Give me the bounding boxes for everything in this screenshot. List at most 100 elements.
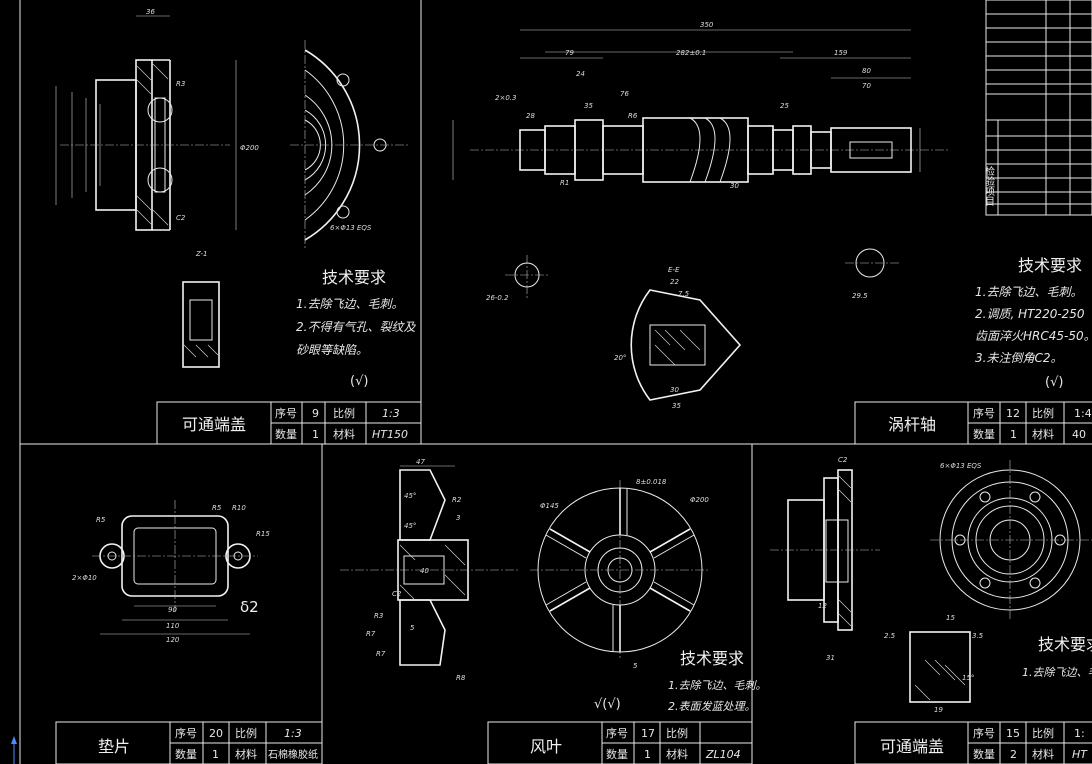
dim-r7b: R7	[376, 650, 386, 658]
dim-40: 40	[420, 567, 429, 575]
dim-2-5: 2.5	[884, 632, 896, 640]
dim-r2: R2	[452, 496, 462, 504]
tb-cell: 材料	[666, 747, 688, 761]
dim-35b: 35	[672, 402, 681, 410]
dim-r1: R1	[560, 179, 569, 187]
dim-24: 24	[576, 70, 585, 78]
dim-r8: R8	[456, 674, 466, 682]
tb-cell: 石棉橡胶纸	[268, 748, 318, 761]
dim-200: Φ200	[240, 144, 259, 152]
part-name-cap-br: 可通端盖	[880, 737, 944, 756]
tb-cell: 1	[644, 748, 651, 761]
part-name-fan: 风叶	[530, 737, 562, 756]
dim-19: 19	[934, 706, 943, 714]
dim-30b: 30	[670, 386, 679, 394]
tb-cell: 数量	[275, 428, 297, 441]
tb-cell: 1:	[1074, 727, 1085, 740]
dim-5: 5	[410, 624, 415, 632]
dim-76: 76	[620, 90, 629, 98]
dim-15deg: 15°	[962, 674, 974, 682]
dim-350: 350	[700, 21, 714, 29]
roughness-worm: (√)	[1045, 375, 1063, 390]
tb-cell: 2	[1010, 748, 1017, 761]
tech-note-1: 1.去除飞边、毛刺。	[975, 285, 1082, 299]
dim-47: 47	[416, 458, 425, 466]
dim-200b: Φ200	[690, 496, 709, 504]
dim-110: 110	[166, 622, 180, 630]
tb-cell: 1:3	[284, 727, 302, 740]
dim-159: 159	[834, 49, 848, 57]
dim-c2-br: C2	[838, 456, 848, 464]
tb-cell: HT150	[372, 428, 408, 441]
dim-3: 3	[456, 514, 460, 522]
dim-r7: R7	[366, 630, 376, 638]
dim-80: 80	[862, 67, 871, 75]
part-name-gasket: 垫片	[98, 737, 130, 756]
dim-28: 28	[526, 112, 535, 120]
dim-c2: C2	[176, 214, 186, 222]
tech-note-1: 1.去除飞边、毛	[1022, 666, 1092, 679]
dim-31: 31	[826, 654, 835, 662]
tb-cell: 比例	[333, 406, 355, 420]
dim-r15: R15	[256, 530, 270, 538]
tech-note-1: 1.去除飞边、毛刺。	[296, 297, 403, 311]
worm-shaft-drawing: 350 79 159 282±0.1 80 70 24 35 76 25 28 …	[452, 0, 1092, 445]
tb-cell: 序号	[275, 406, 297, 420]
dim-45b: 45°	[404, 522, 416, 530]
dim-282: 282±0.1	[676, 49, 706, 57]
roughness-cap: (√)	[350, 374, 368, 389]
dim-70: 70	[862, 82, 871, 90]
tb-cell: 比例	[666, 726, 688, 740]
tech-req-title-cap: 技术要求	[322, 268, 386, 287]
title-block-worm: 涡杆轴 序号 12 比例 1:4 数量 1 材料 40	[854, 401, 1092, 445]
dim-20deg: 20°	[614, 354, 626, 362]
tech-req-title-right: 技术要求	[1038, 635, 1092, 654]
dim-r3b: R3	[374, 612, 383, 620]
dim-section-small: 26-0.2	[486, 294, 509, 302]
tech-note-3: 齿面淬火HRC45-50。	[975, 329, 1092, 343]
tb-cell: 材料	[235, 747, 257, 761]
dim-120: 120	[166, 636, 180, 644]
title-block-cap-tl: 可通端盖 序号 9 比例 1:3 数量 1 材料 HT150	[156, 401, 422, 445]
dim-3-5: 3.5	[972, 632, 984, 640]
section-label-ee: E-E	[668, 266, 680, 274]
tech-note-2: 2.调质, HT220-250	[975, 307, 1085, 321]
dim-6x13: 6×Φ13 EQS	[330, 224, 372, 232]
dim-z-label: Z-1	[195, 250, 207, 258]
dim-5b: 5	[633, 662, 638, 670]
panel-frames	[19, 0, 1092, 764]
dim-c2: C2	[392, 590, 402, 598]
tb-cell: 材料	[1032, 747, 1054, 761]
tb-cell: 1:4	[1074, 407, 1092, 420]
tb-cell: 12	[1006, 407, 1020, 420]
dim-r3: R3	[176, 80, 185, 88]
tb-cell: 1	[312, 428, 319, 441]
end-cap-drawing-top-left: 36 Φ200 C2 R3 6×Φ13 EQS Z-1 技术要求 1.去除飞	[55, 8, 422, 445]
tech-req-title-worm: 技术要求	[1018, 256, 1082, 275]
dim-2x10: 2×Φ10	[72, 574, 97, 582]
dim-r5b: R5	[212, 504, 222, 512]
dim-45: 45°	[404, 492, 416, 500]
title-block-cap-br: 可通端盖 序号 15 比例 1: 数量 2 材料 HT	[854, 721, 1092, 764]
tb-cell: 17	[641, 727, 655, 740]
tb-cell: 40	[1072, 428, 1086, 441]
table-vertical-label: 检验项目	[983, 165, 995, 206]
gasket-drawing: 90 110 120 2×Φ10 R5 R5 R10 R15 δ2 垫片 序号 …	[55, 500, 323, 764]
tb-cell: 序号	[973, 726, 995, 740]
dim-b: 8±0.018	[636, 478, 667, 486]
tb-cell: 9	[312, 407, 319, 420]
ucs-icon	[11, 736, 17, 764]
tb-cell: 序号	[606, 726, 628, 740]
roughness-fan: √(√)	[594, 697, 621, 712]
tb-cell: 15	[1006, 727, 1020, 740]
fan-drawing: 47 45° 45° R2 3 40 C2 R3 R7 R7 5 R8	[340, 458, 767, 764]
dim-90: 90	[168, 606, 177, 614]
dim-30: 30	[730, 182, 739, 190]
dim-2x03: 2×0.3	[495, 94, 516, 102]
tb-cell: 比例	[235, 726, 257, 740]
tb-cell: 序号	[175, 726, 197, 740]
dim-25: 25	[780, 102, 789, 110]
dim-22: 22	[670, 278, 679, 286]
tb-cell: 20	[209, 727, 223, 740]
